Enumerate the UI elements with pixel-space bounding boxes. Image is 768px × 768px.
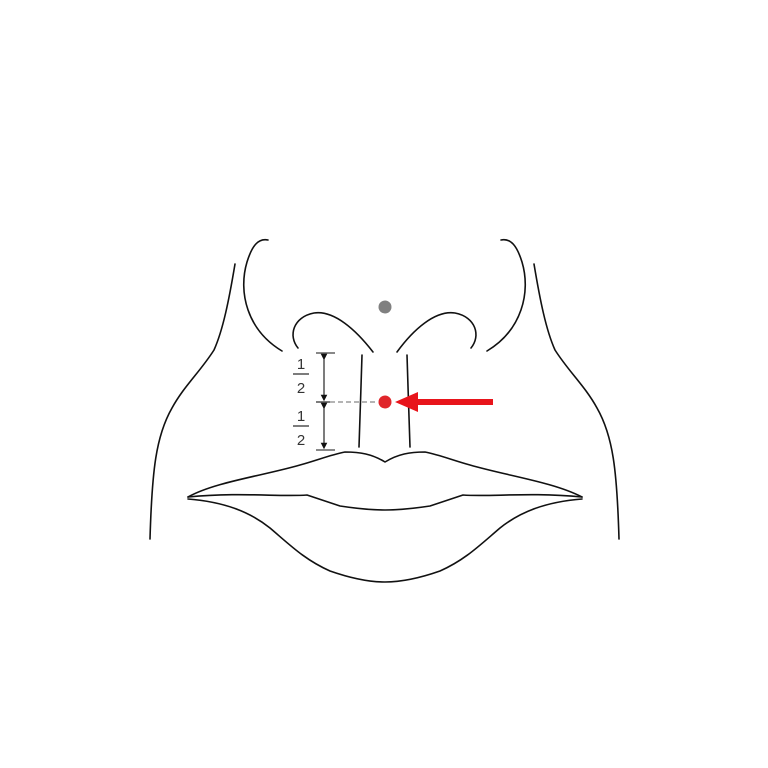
- fraction-upper-numerator: 1: [297, 356, 305, 373]
- lower-lip: [187, 498, 583, 583]
- dimension-markers: [316, 352, 378, 451]
- indicator-arrow: [395, 392, 493, 412]
- lip-line: [187, 493, 583, 511]
- nasal-reference-point: [378, 300, 392, 314]
- left-cheek-contour: [149, 263, 236, 540]
- right-cheek-contour: [533, 263, 620, 540]
- lips: [187, 451, 583, 583]
- right-nostril: [396, 312, 477, 353]
- left-nostril: [292, 312, 374, 353]
- upper-lip-top: [187, 451, 583, 498]
- right-nose-ala: [486, 238, 526, 352]
- left-nose-ala: [243, 238, 283, 352]
- target-point: [378, 395, 392, 409]
- indicator-arrow-head: [395, 392, 418, 412]
- fraction-lower-denominator: 2: [297, 432, 305, 449]
- fraction-label-lower: 1 2: [293, 408, 309, 449]
- fraction-label-upper: 1 2: [293, 356, 309, 397]
- fraction-upper-denominator: 2: [297, 380, 305, 397]
- nose: [243, 238, 526, 353]
- fraction-lower-numerator: 1: [297, 408, 305, 425]
- face-outline: [149, 263, 620, 540]
- left-philtrum-ridge: [358, 354, 363, 448]
